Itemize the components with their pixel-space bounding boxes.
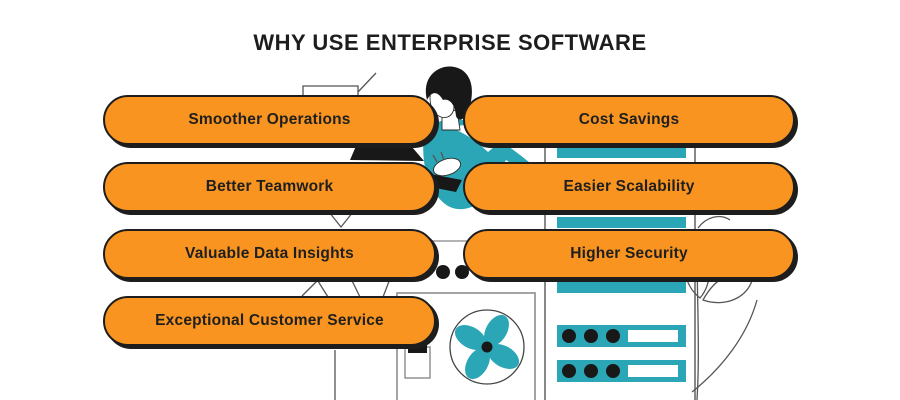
page-title: WHY USE ENTERPRISE SOFTWARE (253, 30, 647, 55)
desk-lamp-icon (302, 72, 377, 97)
server-rack-icon (557, 325, 686, 382)
benefit-pill-better-teamwork: Better Teamwork (103, 162, 436, 212)
cooling-fan-icon (396, 292, 536, 400)
benefit-pill-higher-security: Higher Security (463, 229, 795, 279)
benefit-pill-valuable-data-insights: Valuable Data Insights (103, 229, 436, 279)
benefit-pill-cost-savings: Cost Savings (463, 95, 795, 145)
benefit-pill-easier-scalability: Easier Scalability (463, 162, 795, 212)
benefit-pill-smoother-operations: Smoother Operations (103, 95, 436, 145)
power-unit-icon (404, 345, 431, 379)
benefit-pill-exceptional-customer-service: Exceptional Customer Service (103, 296, 436, 346)
